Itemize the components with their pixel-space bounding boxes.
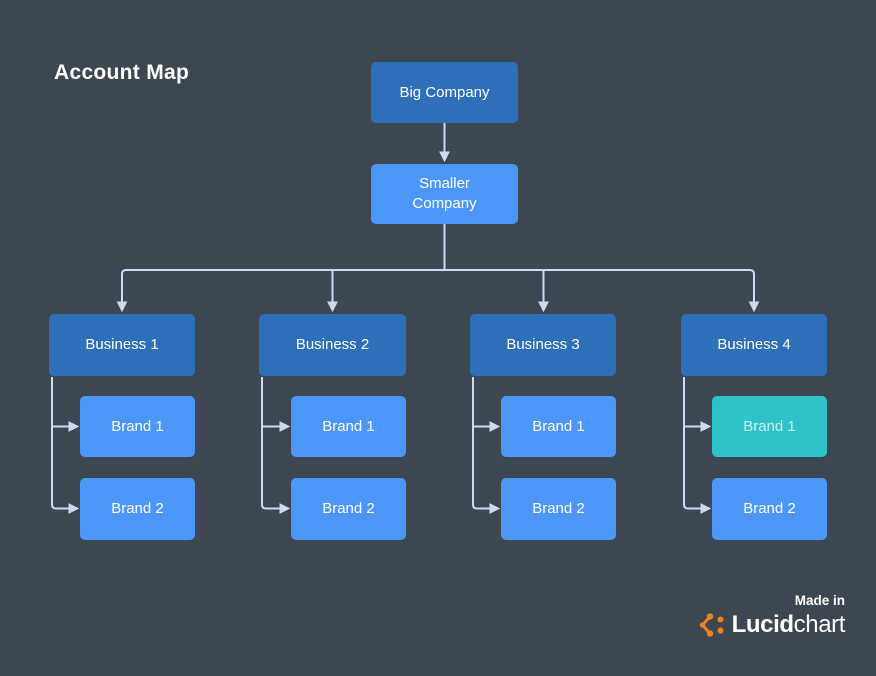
wordmark-lucid: Lucid (731, 611, 794, 638)
connector-bus-to-business4 (444, 269, 760, 313)
node-business3-brand1-label: Brand 1 (532, 417, 585, 435)
node-business1-brand2-label: Brand 2 (111, 500, 164, 517)
lucidchart-logo-icon (699, 613, 724, 637)
node-business1-brand1[interactable]: Brand 1 (80, 396, 195, 457)
connector-business1-brand2 (51, 377, 80, 514)
diagram-title: Account Map (54, 61, 190, 84)
node-business1-brand2[interactable]: Brand 2 (80, 478, 195, 540)
node-business2-brand1[interactable]: Brand 1 (291, 396, 406, 457)
node-business-2-label: Business 2 (295, 336, 370, 353)
node-business4-brand1[interactable]: Brand 1 (712, 396, 827, 457)
connector-business3-brand2 (472, 377, 501, 514)
node-business3-brand2[interactable]: Brand 2 (501, 478, 616, 540)
node-business2-brand2[interactable]: Brand 2 (291, 478, 406, 540)
node-business4-brand2-label: Brand 2 (743, 500, 796, 517)
node-business-2[interactable]: Business 2 (259, 314, 406, 376)
node-business-1[interactable]: Business 1 (49, 314, 195, 376)
node-business-4[interactable]: Business 4 (681, 314, 827, 376)
made-in-label: Made in (794, 593, 845, 608)
node-business3-brand2-label: Brand 2 (532, 500, 585, 517)
connector-business4-brand2 (683, 377, 712, 514)
connector-business2-brand2 (261, 377, 291, 514)
node-business-3-label: Business 3 (506, 336, 580, 353)
node-smaller-company-label: Smaller Company (412, 175, 477, 212)
wordmark-chart: chart (793, 611, 846, 638)
node-business-4-label: Business 4 (717, 336, 791, 353)
node-business2-brand1-label: Brand 1 (322, 417, 375, 435)
lucidchart-wordmark: Lucidchart (731, 611, 846, 639)
node-business3-brand1[interactable]: Brand 1 (501, 396, 616, 457)
node-business4-brand2[interactable]: Brand 2 (712, 478, 827, 540)
node-business-3[interactable]: Business 3 (470, 314, 616, 376)
lucidchart-badge[interactable]: Made in Lucidchart (698, 593, 845, 639)
node-big-company[interactable]: Big Company (371, 62, 518, 123)
node-business-1-label: Business 1 (85, 336, 159, 353)
node-business1-brand1-label: Brand 1 (111, 417, 164, 435)
node-big-company-label: Big Company (399, 83, 490, 101)
node-business4-brand1-label: Brand 1 (743, 417, 796, 435)
node-business2-brand2-label: Brand 2 (322, 500, 375, 517)
node-smaller-company[interactable]: Smaller Company (371, 164, 518, 224)
connector-bus-to-business1 (116, 269, 445, 313)
